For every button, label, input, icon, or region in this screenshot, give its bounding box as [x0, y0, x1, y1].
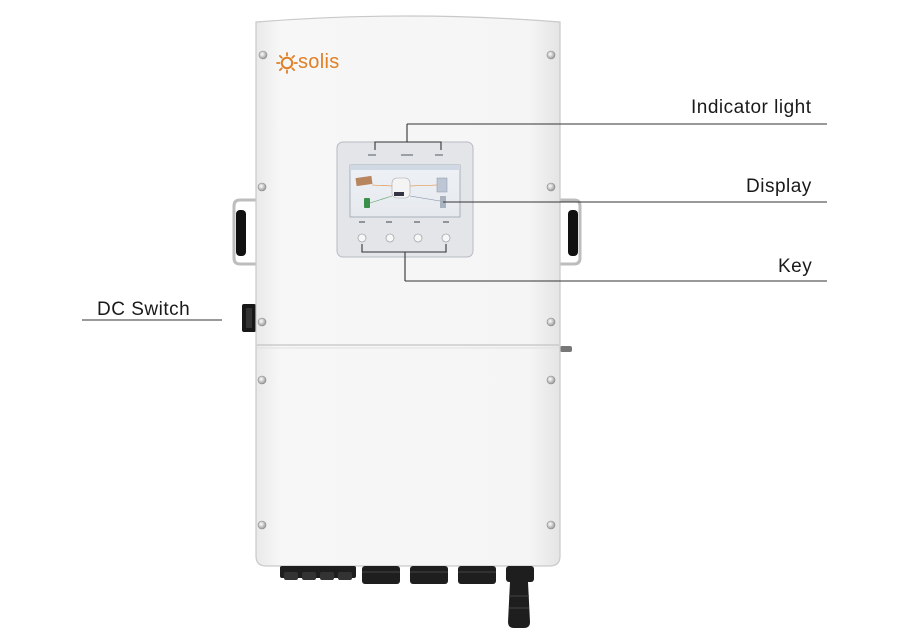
callout-indicator-light: Indicator light	[691, 97, 812, 118]
callout-key: Key	[778, 256, 813, 277]
inverter-housing	[255, 15, 561, 567]
indicator-leader	[374, 141, 442, 150]
leader-lines	[82, 123, 827, 321]
key-leader	[361, 244, 447, 253]
callout-dc-switch: DC Switch	[97, 299, 191, 320]
control-panel	[336, 141, 474, 258]
bottom-connectors	[280, 566, 534, 628]
right-handle	[556, 198, 582, 266]
dc-switch	[242, 304, 256, 332]
side-port	[560, 346, 572, 352]
callout-display: Display	[746, 176, 812, 197]
left-handle	[232, 198, 258, 266]
indicator-lights	[368, 154, 443, 156]
screws	[257, 50, 556, 530]
solis-sun-icon	[276, 52, 298, 74]
keys	[357, 221, 451, 243]
lcd-screen	[349, 164, 461, 218]
brand-logo-text: solis	[298, 51, 340, 73]
